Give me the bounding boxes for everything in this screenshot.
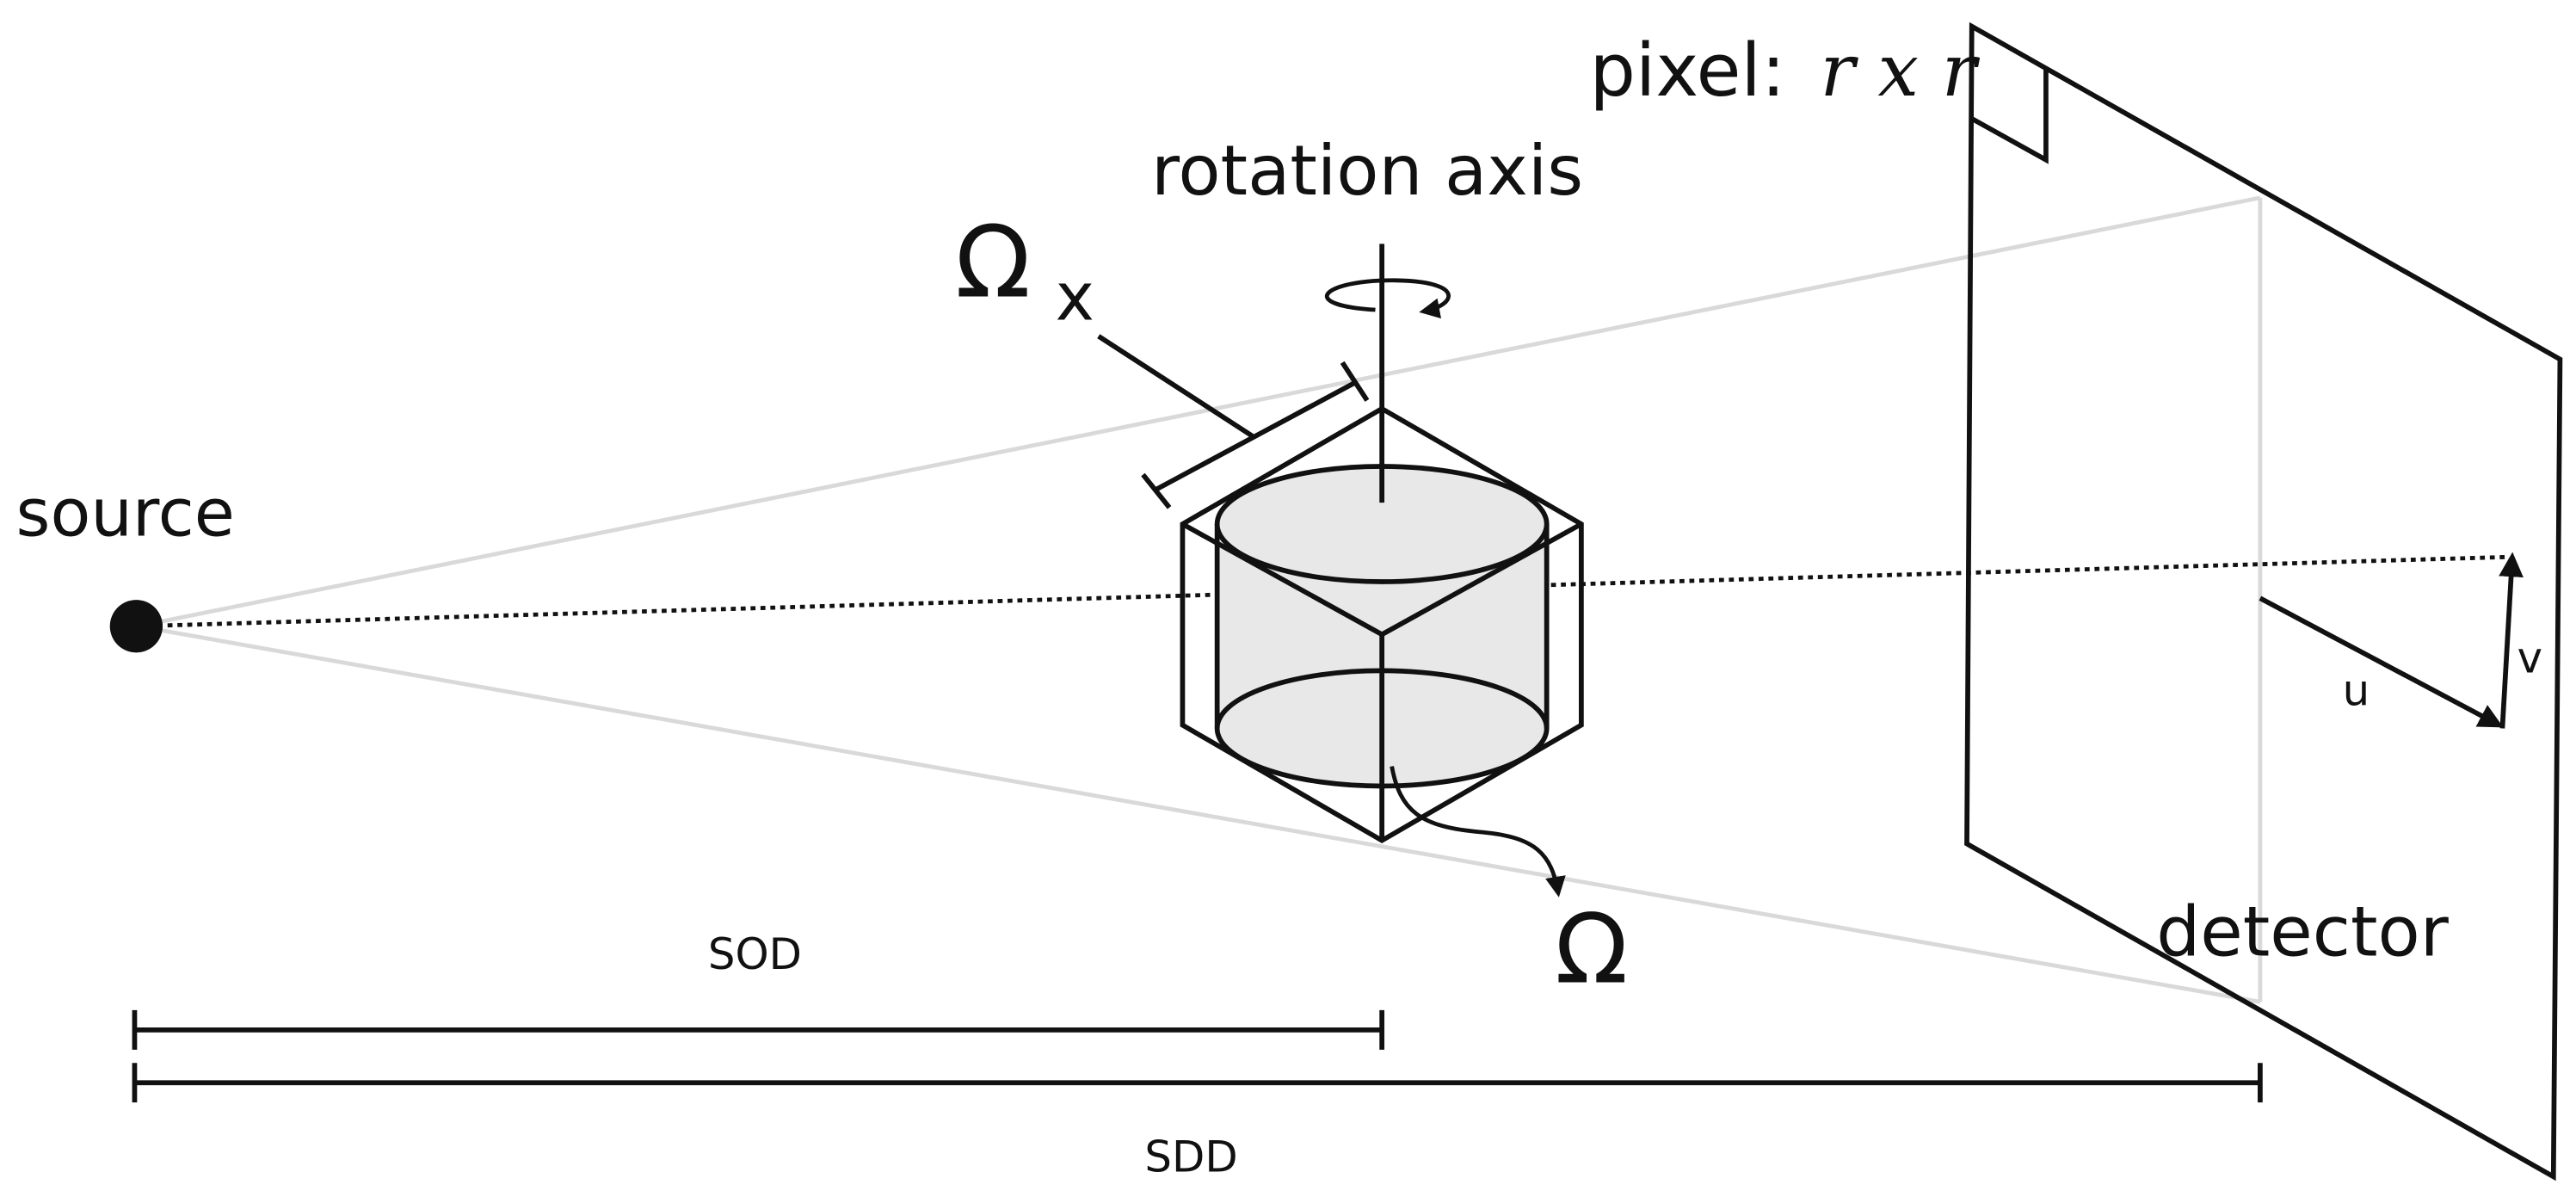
sdd-label: SDD — [1144, 1132, 1237, 1182]
lower-beam-edge — [137, 624, 2261, 1004]
distance-dimensions: SOD SDD — [132, 929, 2263, 1182]
pixel-size-label: pixel: r x r — [1589, 28, 1980, 113]
source-point — [109, 600, 163, 653]
omega-x-end-tick-right — [1340, 361, 1370, 402]
sod-label: SOD — [708, 929, 802, 979]
detector-outline — [1964, 22, 2563, 1181]
omega-x-leader-line — [1097, 334, 1255, 439]
rotation-axis: rotation axis — [1151, 130, 1583, 503]
detector-label: detector — [2156, 891, 2449, 972]
source-label: source — [16, 475, 235, 552]
omega-label: Ω — [1555, 894, 1628, 1005]
omega-curved-arrow — [1390, 766, 1566, 898]
omega-x-label: Ω x — [955, 206, 1094, 336]
omega-pointer: Ω — [1390, 766, 1628, 1005]
u-axis-arrow — [2259, 595, 2504, 728]
upper-beam-edge — [137, 195, 2261, 629]
omega-x-dimension-line — [1155, 379, 1357, 492]
cone-beam-rays — [137, 195, 2263, 1004]
detector-pixel — [1970, 69, 2049, 164]
u-label: u — [2343, 666, 2370, 716]
detector-plane: pixel: r x r u v detector — [1589, 22, 2563, 1181]
omega-x-dimension: Ω x — [955, 206, 1370, 509]
v-axis-arrow — [2499, 552, 2524, 729]
v-label: v — [2517, 632, 2542, 682]
rotation-arrow-icon — [1324, 278, 1451, 319]
omega-x-end-tick-left — [1141, 472, 1172, 509]
rotation-axis-label: rotation axis — [1151, 130, 1583, 211]
